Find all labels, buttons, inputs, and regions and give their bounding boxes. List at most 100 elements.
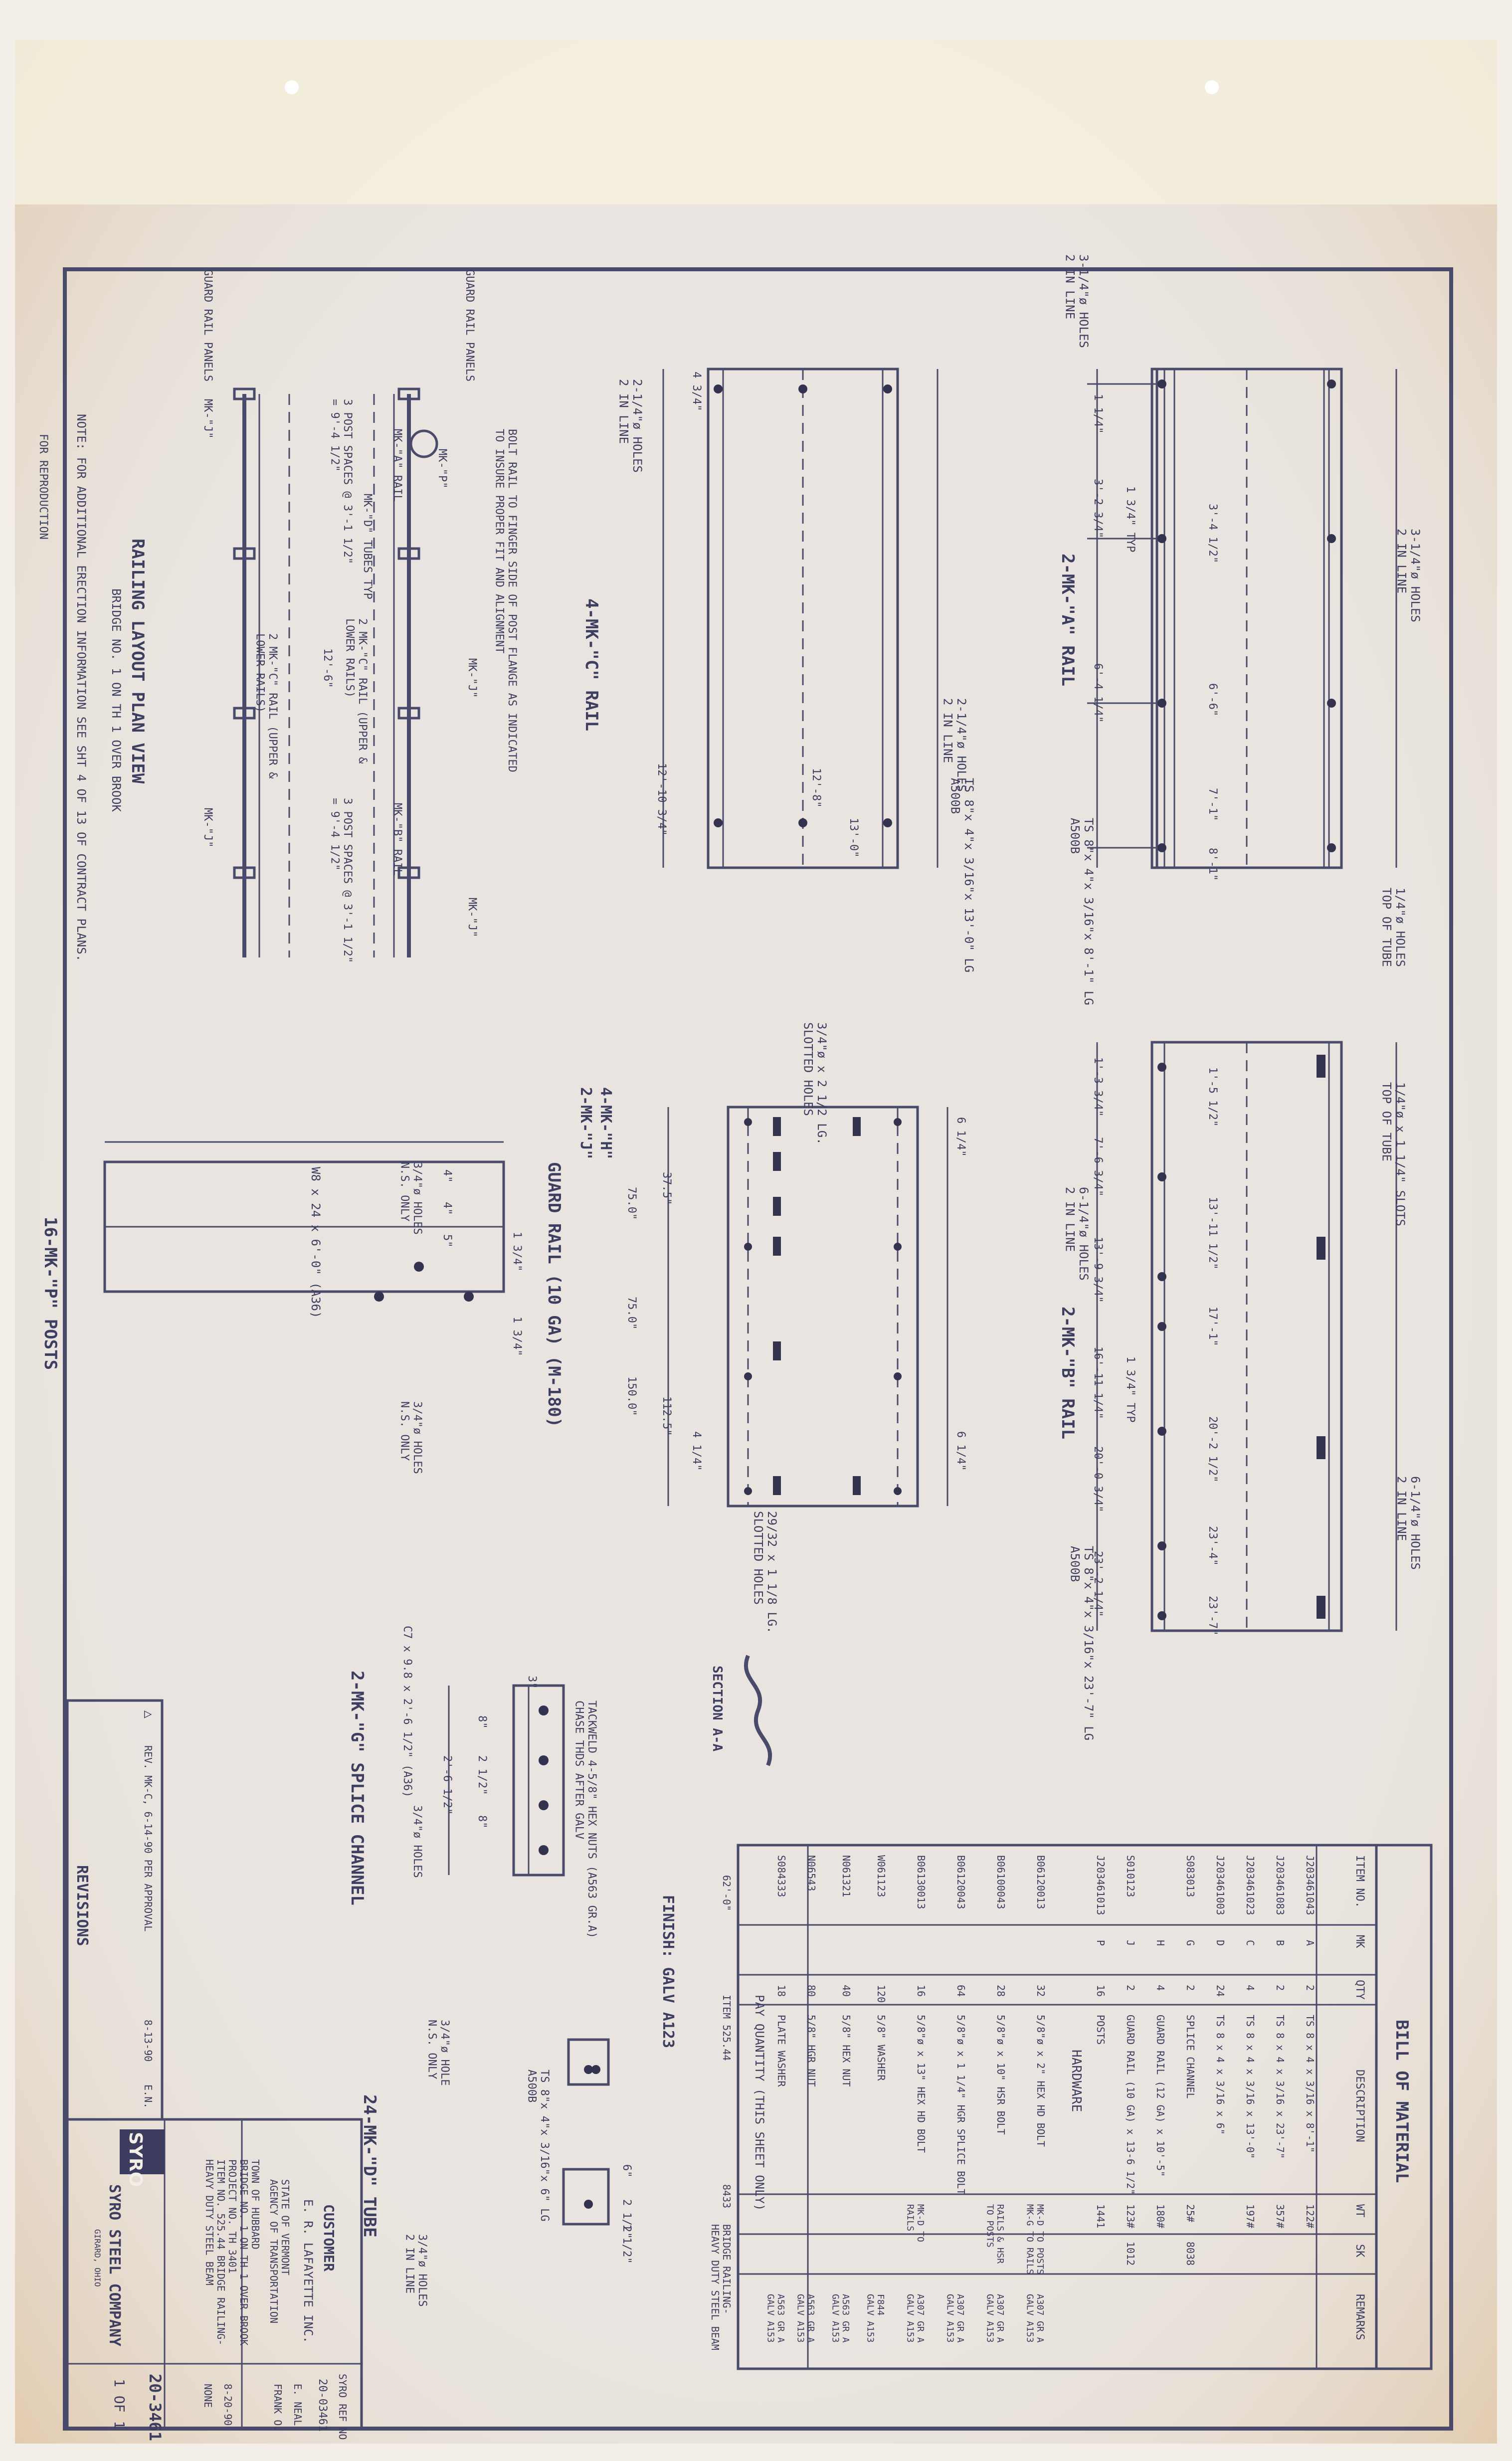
bom-rows: J203461043 A 2 TS 8 x 4 x 3/16 x 8'-1" 1… [1095,1855,1316,2266]
post-holes [374,1262,474,1302]
bom-header-mk: MK [1353,1935,1366,1948]
bom-header-sk: SK [1353,2244,1366,2258]
view-rail-a: 2-MK-"A" RAIL 3-1/4"ø HOLES2 IN LINE 3-1… [1058,254,1422,1005]
view-tube-d: 24-MK-"D" TUBE TS 8"x 4"x 3/16"x 6" LGA5… [360,2020,633,2307]
hardware-cell: 5/8" WASHER [875,2015,887,2081]
splice-dim-5: 8" [476,1815,488,1829]
layout-mark-5: MK-"J" [201,399,214,438]
drawing-date: 8-20-90 [222,2384,234,2426]
splice-holes [539,1705,549,1855]
rail-c-holes-label: 2-1/4"ø HOLES2 IN LINE [616,379,644,473]
rail-b-holes-left-label: 6-1/4"ø HOLES2 IN LINE [1063,1187,1091,1281]
hardware-cell: 5/8"ø x 13" HEX HD BOLT [915,2015,927,2153]
bom-row: J203461003 D 24 TS 8 x 4 x 3/16 x 6" [1214,1855,1226,2135]
layout-subtitle: BRIDGE NO. 1 ON TH 1 OVER BROOK [109,588,123,812]
hardware-cell: N06543 [805,1855,817,1891]
guard-rail-title: GUARD RAIL (10 GA) (M-180) [544,1162,564,1427]
guard-rail-dim-3: 75.0" [625,1187,638,1220]
bom-cell: 1012 [1125,2242,1136,2266]
rail-a-title: 2-MK-"A" RAIL [1058,554,1078,686]
guard-rail-dim-5: 150.0" [625,1376,638,1416]
rail-a-holes [1157,379,1336,852]
tube-d-elevation [562,2168,610,2226]
hardware-cell: B06120013 [1035,1855,1047,1909]
hardware-cell: 16 [915,1985,927,1997]
section-label: SECTION A-A [710,1666,725,1752]
posts-title: 16-MK-"P" POSTS [40,1217,60,1370]
guard-rail-dim-4: 75.0" [625,1297,638,1329]
drawing-number: 20-3461 [146,2374,165,2441]
bom-cell: S083013 [1184,1855,1196,1897]
rail-b-slots [1317,1055,1325,1619]
bom-hardware-label: HARDWARE [1069,2050,1084,2112]
bom-finish: FINISH: GALV A123 [659,1895,677,2048]
hardware-row: W061123 120 5/8" WASHER F844GALV A153 [865,1855,887,2343]
bom-cell: J [1125,1940,1136,1946]
rail-b-dim-6: 23'-2 1/4" [1092,1551,1104,1617]
posts-dim-1: 1 3/4" [511,1232,523,1271]
hardware-row: B06120013 32 5/8"ø x 2" HEX HD BOLT MK-D… [1024,1855,1047,2343]
layout-posts-right-label: 3 POST SPACES @ 3'-1 1/2"= 9'-4 1/2" [329,798,354,963]
hardware-cell: A307 GR AGALV A153 [1024,2294,1045,2343]
bom-cell: 122# [1304,2204,1316,2228]
bom-cell: 1441 [1095,2204,1107,2228]
bom-pay-weight: 8433 [721,2184,733,2208]
rail-a-dim-4: 1 3/4" TYP [1124,486,1136,552]
hardware-cell: 32 [1035,1985,1047,1997]
bom-cell: TS 8 x 4 x 3/16 x 6" [1214,2015,1226,2135]
rail-c-dim-1: 4 3/4" [690,372,703,411]
bom-cell: GUARD RAIL (12 GA) x 10'-5" [1154,2015,1166,2177]
bom-row: S010123 J 2 GUARD RAIL (10 GA) x 13-6 1/… [1125,1855,1136,2266]
layout-posts [233,387,420,879]
layout-span-label: 12'-6" [321,648,334,688]
bom-cell: J203461013 [1095,1855,1107,1915]
tube-d-dim-2: 2 1/2" [620,2199,633,2239]
hardware-cell: A307 GR AGALV A153 [905,2294,926,2343]
hardware-cell: 5/8" HEX NUT [840,2015,852,2087]
ref-label: SYRO REF NO [337,2374,349,2440]
bom-cell: S010123 [1125,1855,1136,1897]
rail-b-dim-7: 1'-5 1/2" [1206,1067,1219,1127]
rail-c-dim-4: 13'-0" [847,818,860,857]
hardware-cell: PLATE WASHER [775,2015,787,2087]
hardware-cell: A307 GR AGALV A153 [945,2294,965,2343]
rail-c-title: 4-MK-"C" RAIL [581,598,601,731]
bom-cell: 25# [1184,2204,1196,2222]
bom-cell: TS 8 x 4 x 3/16 x 8'-1" [1304,2015,1316,2153]
rail-a-tube-label: TS 8"x 4"x 3/16"x 8'-1" LGA500B [1068,818,1096,1005]
hardware-row: N06543 80 5/8" HGR NUT A563 GR AGALV A15… [795,1855,817,2343]
hardware-row: B06130013 16 5/8"ø x 13" HEX HD BOLT MK-… [905,1855,927,2343]
rail-a-dim-5: 3'-4 1/2" [1206,504,1219,563]
guard-rail-slots [773,1117,861,1495]
tube-d-end-view [567,2038,610,2086]
posts-dim-3: 4" [441,1169,453,1183]
rail-c-tube-label: TS 8"x 4"x 3/16"x 13'-0" LGA500B [948,778,976,972]
hardware-row: B06120043 64 5/8"ø x 1 1/4" HGR SPLICE B… [945,1855,967,2343]
rail-a-dim-1: 1 1/4" [1092,394,1104,433]
layout-mark-7: MK-"J" [466,658,478,698]
hardware-row: B06100043 28 5/8"ø x 10" HSR BOLT RAILS … [984,1855,1007,2343]
posts-holes-bottom-label: 3/4"ø HOLESN.S. ONLY [398,1401,423,1474]
tape-strip [15,40,1497,204]
layout-mark-4: MK-"B" RAIL [391,803,403,876]
layout-mark-6: MK-"J" [201,808,214,847]
bom-cell: GUARD RAIL (10 GA) x 13-6 1/2" [1125,2015,1136,2195]
rail-b-dim-4: 16'-11 1/4" [1092,1346,1104,1419]
guard-rail-mark2: 4-MK-"H" [597,1087,614,1159]
rail-b-dim-5: 20'-0 3/4" [1092,1446,1104,1512]
title-state: STATE OF VERMONTAGENCY OF TRANSPORTATION [268,2179,291,2323]
hardware-cell: W061123 [875,1855,887,1897]
bom-cell: 16 [1095,1985,1107,1997]
layout-note: NOTE: FOR ADDITIONAL ERECTION INFORMATIO… [74,414,88,961]
company-logo-text: SYRO [125,2132,146,2187]
bom-cell: 2 [1274,1985,1286,1991]
bom-row: H 4 GUARD RAIL (12 GA) x 10'-5" 180# [1154,1940,1166,2228]
hardware-cell: 5/8"ø x 10" HSR BOLT [995,2015,1007,2135]
bom-cell: C [1244,1940,1256,1946]
splice-dim-1: 3" [526,1676,538,1689]
bom-pay-desc: BRIDGE RAILING-HEAVY DUTY STEEL BEAM [709,2224,733,2350]
posts-dim-4: 4" [441,1202,453,1215]
rail-b-holes-right-label: 6-1/4"ø HOLES2 IN LINE [1394,1476,1422,1570]
layout-bolt-note: BOLT RAIL TO FINGER SIDE OF POST FLANGE … [493,429,518,772]
guard-rail-panel [727,1106,919,1508]
